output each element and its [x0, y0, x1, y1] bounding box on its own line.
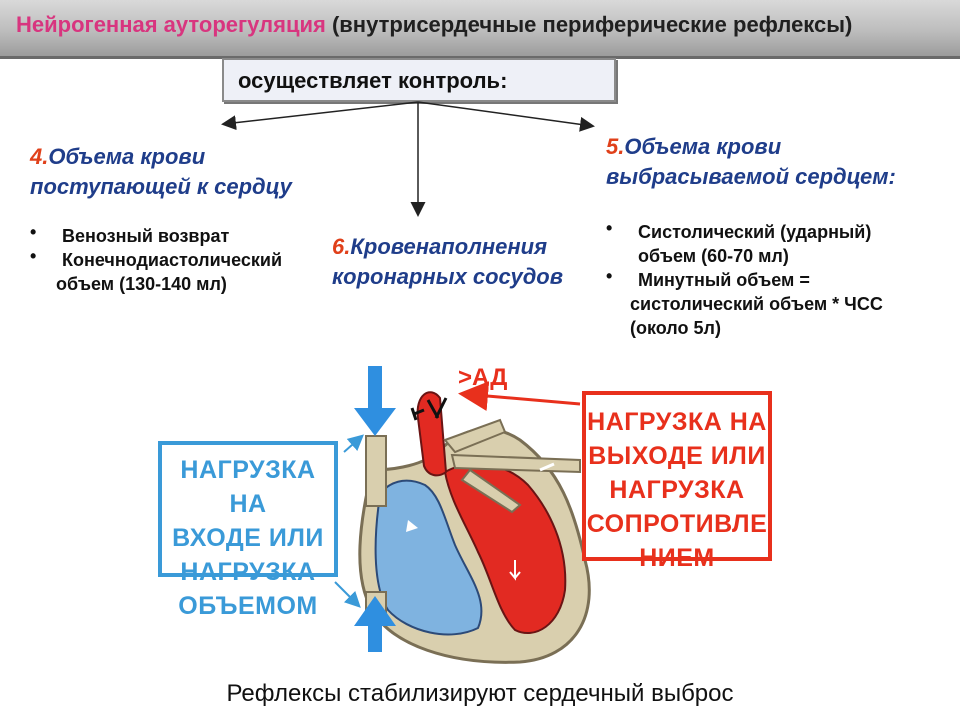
blue-arrow-top — [354, 366, 396, 436]
list-item-cont: объем (130-140 мл) — [56, 274, 227, 294]
resistance-icon — [410, 397, 448, 421]
page-title: Нейрогенная ауторегуляция (внутрисердечн… — [16, 12, 852, 38]
flow-arrow — [406, 520, 418, 532]
list-item-text: Конечнодиастолический — [62, 250, 283, 270]
left-chambers — [443, 462, 567, 635]
vena-cava-upper — [365, 435, 387, 507]
center-heading-line2: коронарных сосудов — [332, 264, 564, 289]
list-item: •Минутный объем = систолический объем * … — [606, 266, 946, 340]
list-item-cont: объем (60-70 мл) — [638, 246, 789, 266]
load-out-box: НАГРУЗКА НА ВЫХОДЕ ИЛИ НАГРУЗКА СОПРОТИВ… — [582, 391, 772, 572]
list-item-cont2: (около 5л) — [630, 318, 721, 338]
pulmonary-arteries — [443, 418, 581, 514]
left-list: •Венозный возврат •Конечнодиастолический… — [30, 222, 330, 296]
list-item-text: Систолический (ударный) — [638, 222, 872, 242]
right-heading: 5.Объема крови выбрасываемой сердцем: — [606, 132, 896, 192]
title-rest: (внутрисердечные периферические рефлексы… — [325, 12, 853, 37]
list-item-cont: систолический объем * ЧСС — [630, 294, 883, 314]
right-number: 5. — [606, 134, 625, 159]
load-out-line1: НАГРУЗКА НА — [587, 408, 767, 436]
list-item: •Венозный возврат — [30, 222, 230, 246]
load-out-line2: ВЫХОДЕ ИЛИ — [588, 442, 766, 470]
pointer-arrow-red — [458, 381, 581, 412]
arrow-to-right — [417, 101, 595, 132]
control-box: осуществляет контроль: — [222, 58, 616, 102]
load-out-line4: СОПРОТИВЛЕ — [586, 510, 768, 538]
left-heading-line1: Объема крови — [48, 144, 206, 169]
list-item-text: Минутный объем = — [638, 270, 810, 290]
center-heading-line1: Кровенаполнения — [350, 234, 548, 259]
list-item: •Конечнодиастолический объем (130-140 мл… — [30, 246, 330, 296]
flow-arrow — [539, 462, 555, 472]
left-heading: 4.Объема крови поступающей к сердцу — [30, 142, 292, 202]
load-out-line3: НАГРУЗКА — [609, 476, 745, 504]
pressure-label: >АД — [458, 364, 508, 391]
load-in-line1: НАГРУЗКА НА — [180, 456, 316, 518]
left-number: 4. — [30, 144, 49, 169]
load-out-line5: НИЕМ — [639, 544, 715, 572]
blue-arrow-bottom — [354, 596, 396, 652]
control-label: осуществляет контроль: — [238, 68, 508, 93]
title-bar: Нейрогенная ауторегуляция (внутрисердечн… — [0, 0, 960, 59]
center-heading: 6.Кровенаполнения коронарных сосудов — [332, 232, 563, 292]
center-number: 6. — [332, 234, 351, 259]
title-accent: Нейрогенная ауторегуляция — [16, 12, 326, 37]
load-in-line4: ОБЪЕМОМ — [178, 592, 318, 620]
load-in-line3: НАГРУЗКА — [180, 558, 316, 586]
load-in-box: НАГРУЗКА НА ВХОДЕ ИЛИ НАГРУЗКА ОБЪЕМОМ — [158, 441, 338, 620]
list-item: •Систолический (ударный) объем (60-70 мл… — [606, 218, 946, 268]
pointer-arrow-bottom — [334, 581, 361, 608]
left-heading-line2: поступающей к сердцу — [30, 174, 292, 199]
caption: Рефлексы стабилизируют сердечный выброс — [226, 680, 734, 707]
flow-arrow — [509, 560, 521, 581]
load-in-line2: ВХОДЕ ИЛИ — [172, 524, 324, 552]
right-heading-line1: Объема крови — [624, 134, 782, 159]
list-item-text: Венозный возврат — [62, 226, 230, 246]
arrow-to-left — [221, 101, 419, 131]
pointer-arrow-top — [343, 434, 364, 453]
right-list: •Систолический (ударный) объем (60-70 мл… — [606, 218, 946, 340]
right-heading-line2: выбрасываемой сердцем: — [606, 164, 896, 189]
